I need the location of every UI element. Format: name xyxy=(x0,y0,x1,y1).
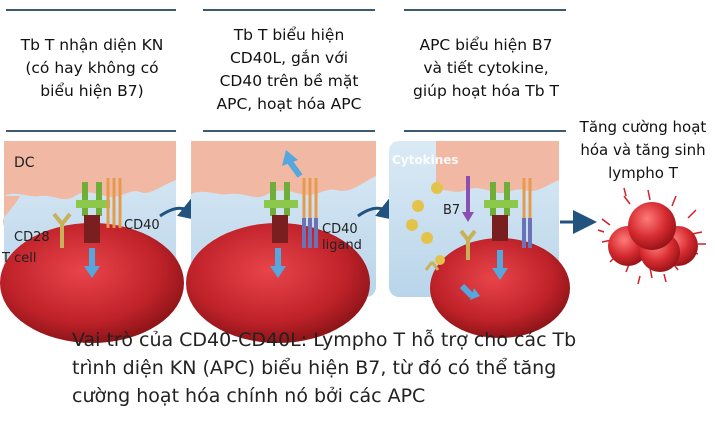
summary-line: cường hoạt hóa chính nó bởi các APC xyxy=(72,385,426,407)
panel-2-caption: Tb T biểu hiện CD40L, gắn với CD40 trên … xyxy=(196,24,382,116)
label-dc: DC xyxy=(14,155,35,171)
label-b7: B7 xyxy=(443,203,460,218)
caption-line: và tiết cytokine, xyxy=(423,59,549,77)
caption-frame-3 xyxy=(404,9,566,132)
dendritic-cell xyxy=(389,141,559,194)
panel-2-illustration: CD40 ligand xyxy=(186,141,376,343)
caption-line: biểu hiện B7) xyxy=(40,82,144,100)
caption-line: APC biểu hiện B7 xyxy=(419,36,553,54)
panel-1-illustration: DC CD28 T cell CD40 xyxy=(0,141,184,343)
panel-3-caption: APC biểu hiện B7 và tiết cytokine, giúp … xyxy=(400,34,572,103)
caption-line: Tb T nhận diện KN xyxy=(20,36,164,54)
panel-3-illustration: Cytokines B7 xyxy=(389,141,570,338)
caption-line: CD40 trên bề mặt xyxy=(219,72,359,90)
label-cd40-ligand: ligand xyxy=(322,238,362,253)
t-cell xyxy=(430,238,570,338)
summary-text: Vai trò của CD40-CD40L: Lympho T hỗ trợ … xyxy=(72,326,692,410)
label-cytokines: Cytokines xyxy=(392,153,459,167)
t-cell xyxy=(186,223,370,343)
caption-line: Tb T biểu hiện xyxy=(233,26,345,44)
summary-line: Vai trò của CD40-CD40L: Lympho T hỗ trợ … xyxy=(72,329,577,351)
panel-1-caption: Tb T nhận diện KN (có hay không có biểu … xyxy=(6,34,178,103)
dendritic-cell xyxy=(4,141,176,200)
caption-line: hóa và tăng sinh xyxy=(580,141,706,159)
label-t-cell: T cell xyxy=(1,251,36,266)
dendritic-cell xyxy=(191,141,376,198)
caption-line: CD40L, gắn với xyxy=(229,49,349,67)
caption-line: lympho T xyxy=(608,164,678,182)
summary-line: trình diện KN (APC) biểu hiện B7, từ đó … xyxy=(72,357,557,379)
proliferating-t-cells xyxy=(597,187,706,285)
caption-frame-2 xyxy=(203,9,375,132)
caption-frame-1 xyxy=(6,9,176,132)
label-cd40: CD40 xyxy=(322,222,358,237)
t-cell xyxy=(0,223,184,343)
result-caption: Tăng cường hoạt hóa và tăng sinh lympho … xyxy=(572,116,714,185)
caption-line: APC, hoạt hóa APC xyxy=(216,95,362,113)
caption-line: (có hay không có xyxy=(25,59,159,77)
caption-line: Tăng cường hoạt xyxy=(579,118,707,136)
caption-line: giúp hoạt hóa Tb T xyxy=(413,82,559,100)
label-cd28: CD28 xyxy=(14,230,50,245)
label-cd40: CD40 xyxy=(124,218,160,233)
